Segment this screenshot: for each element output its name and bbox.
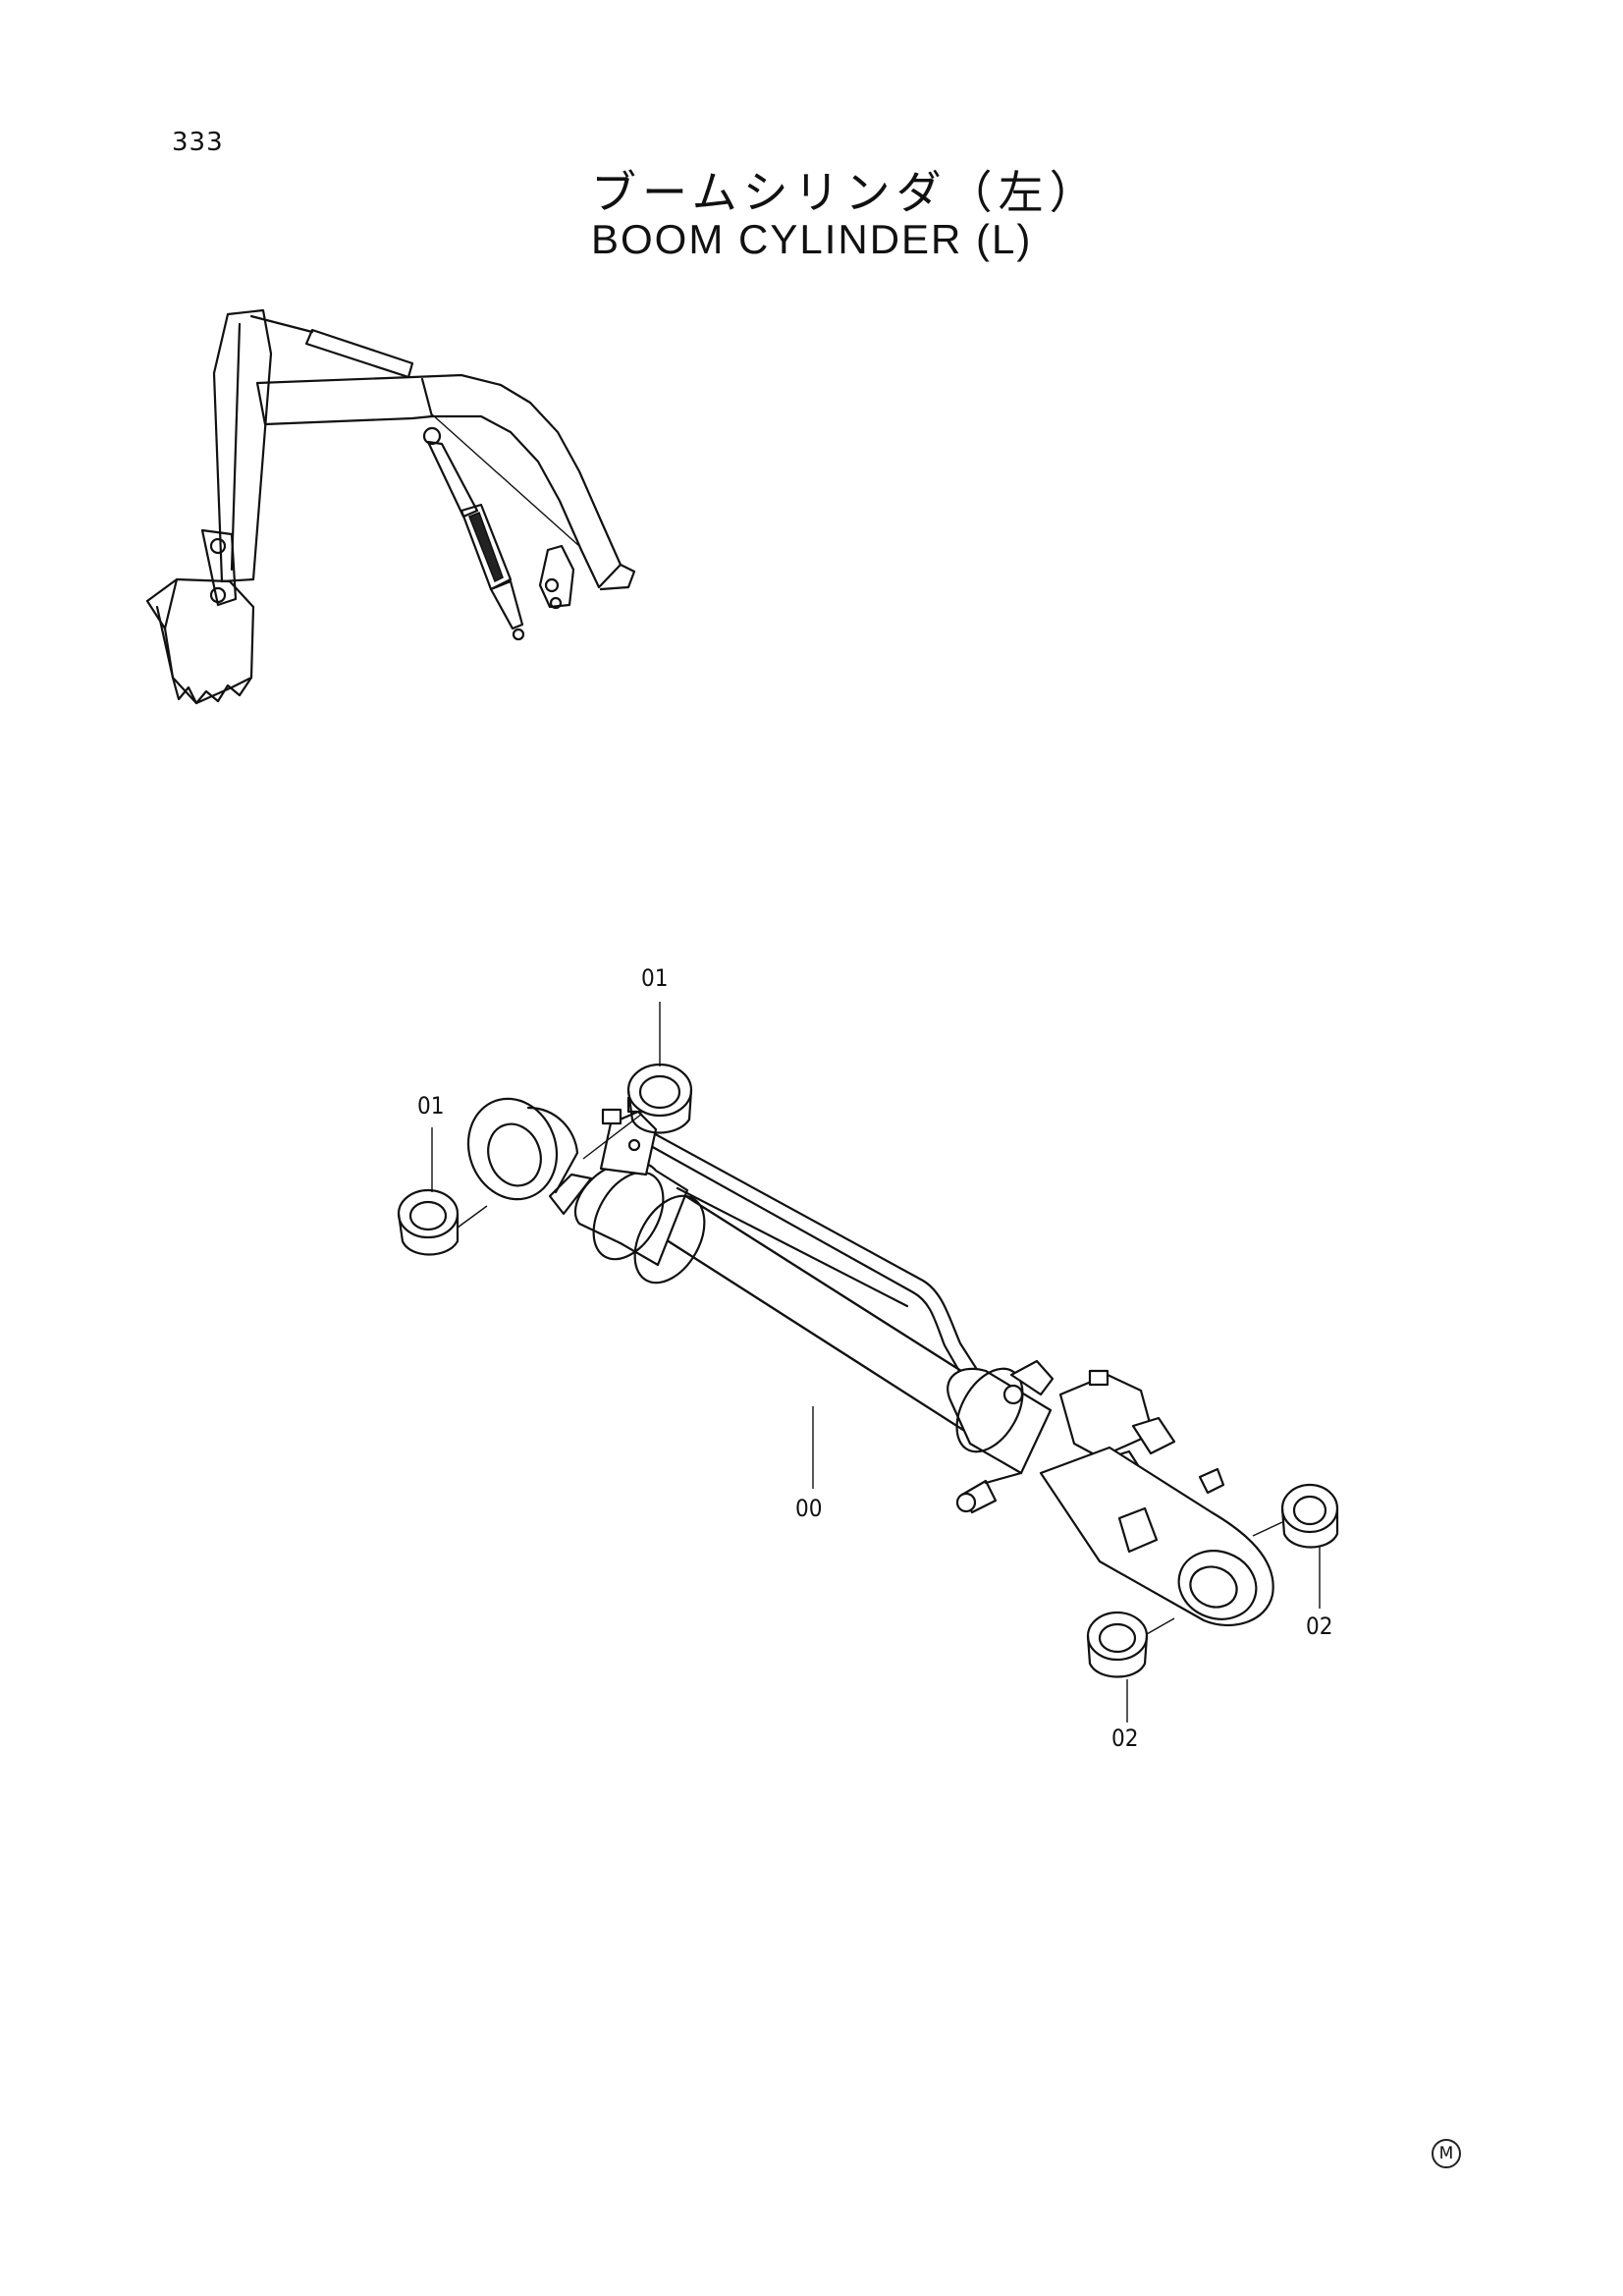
leader-lines [431, 1002, 1321, 1722]
excavator-overview-illustration [145, 308, 636, 705]
bushing-01-left [397, 1188, 460, 1256]
callout-cylinder-00: 00 [795, 1495, 823, 1522]
callout-bushing-02-center: 02 [1111, 1724, 1139, 1752]
bushing-02-right [1280, 1483, 1339, 1549]
callout-bushing-02-right: 02 [1306, 1613, 1333, 1640]
boom-cylinder-assembly [466, 1096, 1274, 1627]
title-japanese: ブームシリンダ（左） [591, 166, 1101, 219]
callout-bushing-01-top: 01 [641, 964, 669, 992]
footer-mark: M [1432, 2139, 1461, 2168]
page-number: 333 [172, 128, 224, 157]
title-english: BOOM CYLINDER (L) [591, 216, 1033, 262]
bushing-02-center [1086, 1611, 1149, 1678]
callout-bushing-01-left: 01 [417, 1092, 445, 1120]
